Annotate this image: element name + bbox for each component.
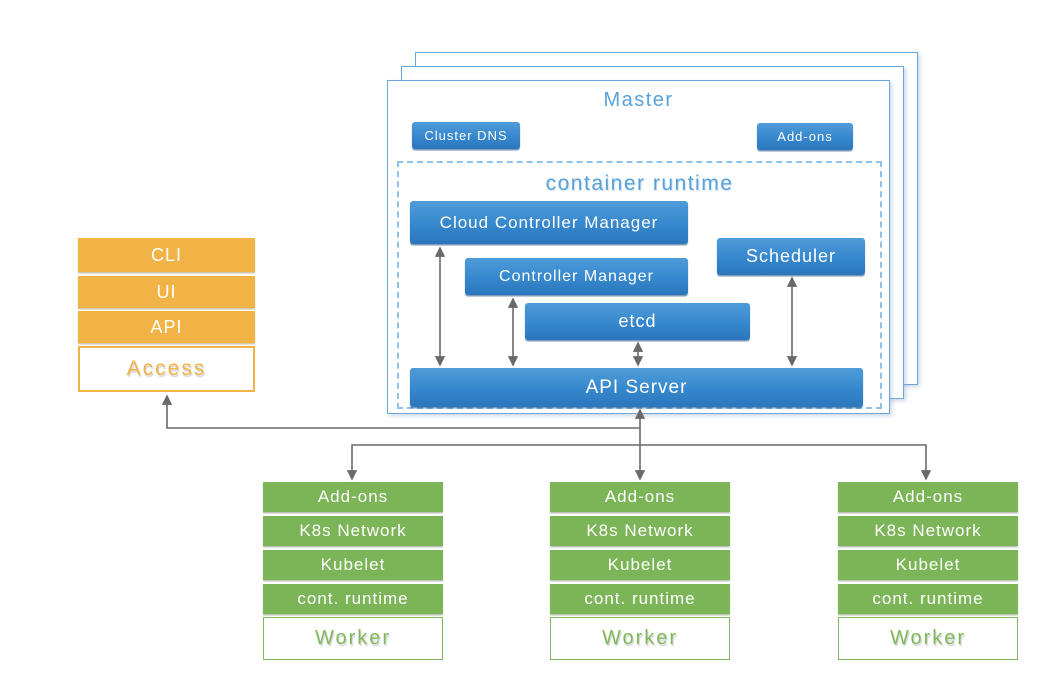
worker2-row-cont-runtime: cont. runtime [550, 584, 730, 614]
worker3-row-k8s-network: K8s Network [838, 516, 1018, 546]
addons-master-box: Add-ons [757, 123, 853, 150]
worker2-label-box: Worker [550, 617, 730, 660]
controller-manager-box: Controller Manager [465, 258, 688, 295]
worker3-label-box: Worker [838, 617, 1018, 660]
cluster-dns-box: Cluster DNS [412, 122, 520, 149]
access-label-box: Access [78, 346, 255, 392]
worker3-row-addons: Add-ons [838, 482, 1018, 512]
scheduler-box: Scheduler [717, 238, 865, 275]
etcd-box: etcd [525, 303, 750, 340]
worker1-row-kubelet: Kubelet [263, 550, 443, 580]
master-title: Master [603, 89, 674, 111]
container-runtime-label: container runtime [545, 172, 734, 195]
api-server-box: API Server [410, 368, 863, 407]
worker2-row-kubelet: Kubelet [550, 550, 730, 580]
worker2-row-addons: Add-ons [550, 482, 730, 512]
worker1-label-box: Worker [263, 617, 443, 660]
access-row-api: API [78, 311, 255, 343]
cloud-controller-manager-box: Cloud Controller Manager [410, 201, 688, 244]
access-row-ui: UI [78, 276, 255, 308]
access-row-cli: CLI [78, 238, 255, 272]
worker3-row-kubelet: Kubelet [838, 550, 1018, 580]
worker2-row-k8s-network: K8s Network [550, 516, 730, 546]
worker3-row-cont-runtime: cont. runtime [838, 584, 1018, 614]
worker1-row-cont-runtime: cont. runtime [263, 584, 443, 614]
worker1-row-addons: Add-ons [263, 482, 443, 512]
worker1-row-k8s-network: K8s Network [263, 516, 443, 546]
